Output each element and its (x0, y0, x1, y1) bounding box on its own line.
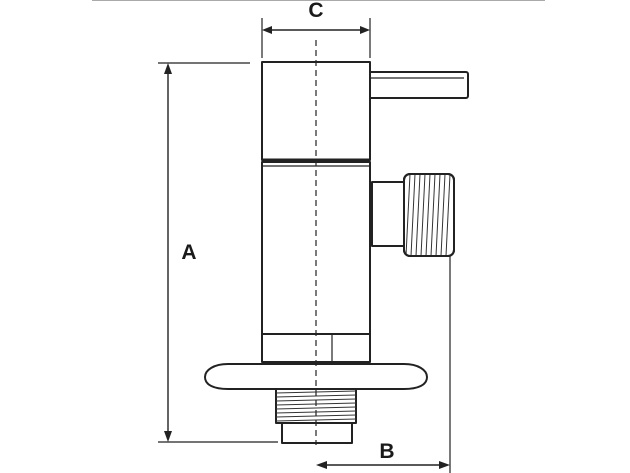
dimension-c: C (261, 0, 371, 58)
dimension-a: A (158, 62, 278, 443)
main-body (261, 161, 371, 335)
dimension-b: B (316, 255, 451, 473)
handle-lever (365, 71, 469, 99)
outlet-neck (371, 181, 407, 247)
valve-body (204, 61, 469, 444)
outlet-nut-threads (405, 174, 451, 256)
dimension-label-a: A (181, 241, 196, 264)
dimension-label-c: C (308, 0, 323, 22)
flange (204, 363, 428, 390)
dimension-label-b: B (379, 440, 394, 463)
lower-collar (261, 333, 371, 363)
bottom-tail (281, 422, 353, 444)
